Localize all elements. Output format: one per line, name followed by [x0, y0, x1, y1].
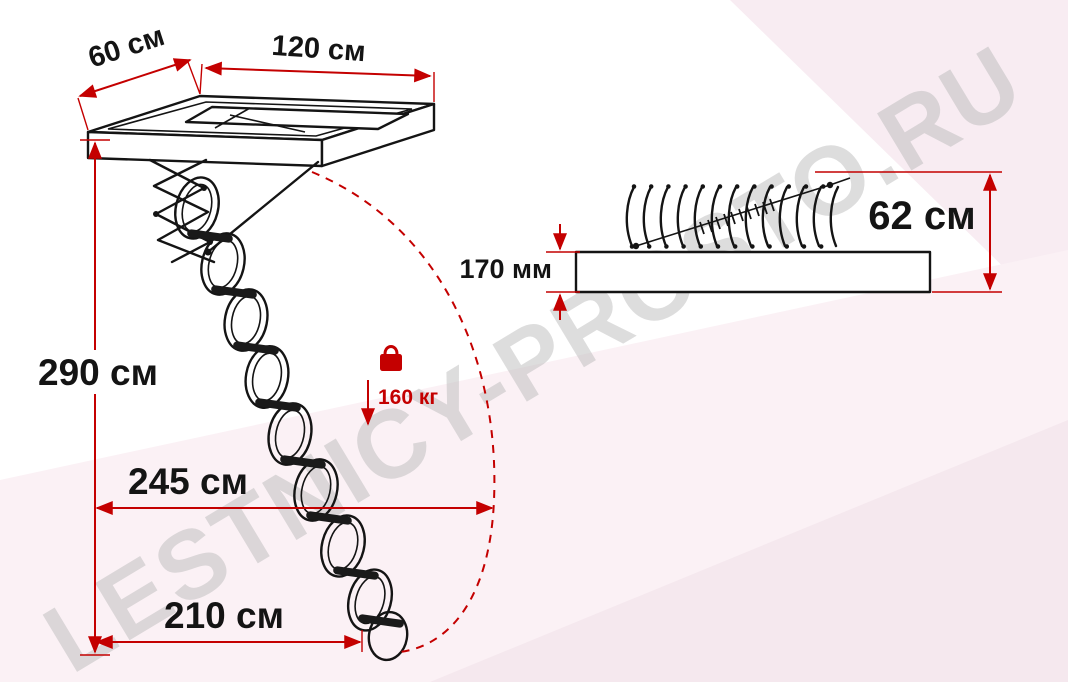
dimension-floor-projection: 210 см [95, 595, 363, 652]
hatch-width-label: 120 см [271, 30, 367, 68]
dimension-ceiling-height: 290 см [28, 139, 170, 656]
weight-icon [380, 345, 402, 371]
dimension-swing-clearance: 245 см [95, 461, 494, 515]
spring-coil [699, 198, 775, 235]
dimension-folded-height: 62 см [815, 171, 1002, 293]
hatch-depth-label: 60 см [84, 20, 168, 75]
floor-projection-label: 210 см [164, 595, 284, 636]
max-load-label: 160 кг [378, 386, 438, 409]
dimension-hatch-width: 120 см [199, 30, 435, 102]
side-view-drawing: 170 мм 62 см [460, 171, 1002, 320]
ceiling-height-label: 290 см [38, 352, 158, 393]
swing-arc [311, 171, 496, 653]
hatch-box [86, 94, 436, 168]
dimension-box-thickness: 170 мм [460, 224, 580, 320]
folded-height-label: 62 см [868, 194, 975, 238]
load-capacity: 160 кг [361, 345, 438, 426]
swing-clearance-label: 245 см [128, 461, 248, 502]
scissor-ladder [174, 176, 409, 662]
hatch-box-side [574, 250, 932, 294]
box-thickness-label: 170 мм [460, 254, 553, 284]
folded-scissor-pack [625, 177, 851, 250]
front-view-drawing: 60 см 120 см 290 см 245 см 210 см [28, 20, 496, 662]
